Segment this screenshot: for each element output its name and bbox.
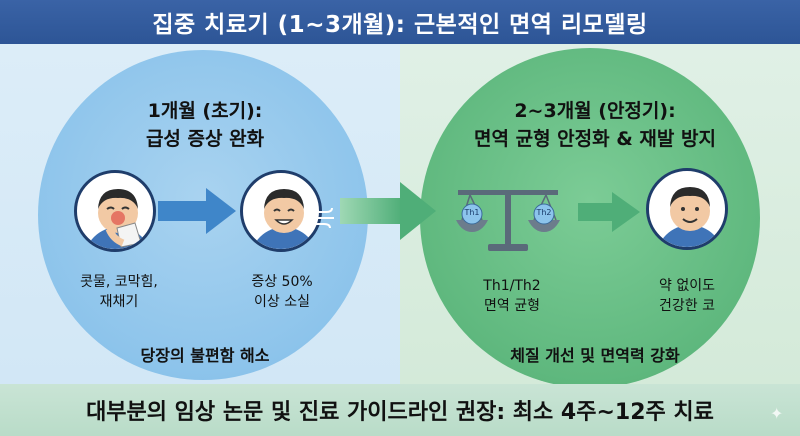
balance-caption-line2: 면역 균형 [484, 298, 540, 314]
progress-arrow-green [578, 192, 640, 232]
breeze-icon [306, 207, 334, 228]
phase-1-summary: 당장의 불편함 해소 [140, 346, 270, 365]
relieved-person-icon [240, 170, 322, 252]
scale-right-label: Th2 [536, 208, 552, 217]
balance-caption-line1: Th1/Th2 [483, 278, 541, 294]
healthy-caption-line1: 약 없이도 [659, 278, 715, 294]
progress-arrow-blue [158, 188, 236, 234]
scale-left-label: Th1 [464, 208, 480, 217]
phase-transition-arrow [340, 182, 436, 240]
header-title: 집중 치료기 (1~3개월): 근본적인 면역 리모델링 [152, 12, 648, 38]
healthy-person-icon [646, 168, 728, 250]
phase-1-subtitle: 급성 증상 완화 [145, 128, 265, 150]
phase-2-title: 2~3개월 (안정기): [514, 100, 676, 122]
sparkle-icon: ✦ [770, 404, 784, 423]
healthy-caption-line2: 건강한 코 [659, 298, 715, 314]
sick-person-icon [74, 170, 156, 252]
header-banner: 집중 치료기 (1~3개월): 근본적인 면역 리모델링 [0, 0, 800, 44]
phase-1-title: 1개월 (초기): [147, 100, 263, 122]
phase-2-summary: 체질 개선 및 면역력 강화 [510, 346, 680, 365]
symptoms-caption-line1: 콧물, 코막힘, [80, 274, 158, 290]
balance-scale-icon [456, 190, 560, 251]
improvement-caption-line2: 이상 소실 [254, 294, 310, 310]
improvement-caption-line1: 증상 50% [251, 274, 313, 290]
phase-2-subtitle: 면역 균형 안정화 & 재발 방지 [474, 128, 716, 150]
footer-text: 대부분의 임상 논문 및 진료 가이드라인 권장: 최소 4주~12주 치료 [86, 400, 714, 425]
footer-banner: 대부분의 임상 논문 및 진료 가이드라인 권장: 최소 4주~12주 치료 [0, 384, 800, 436]
symptoms-caption-line2: 재채기 [99, 294, 139, 310]
